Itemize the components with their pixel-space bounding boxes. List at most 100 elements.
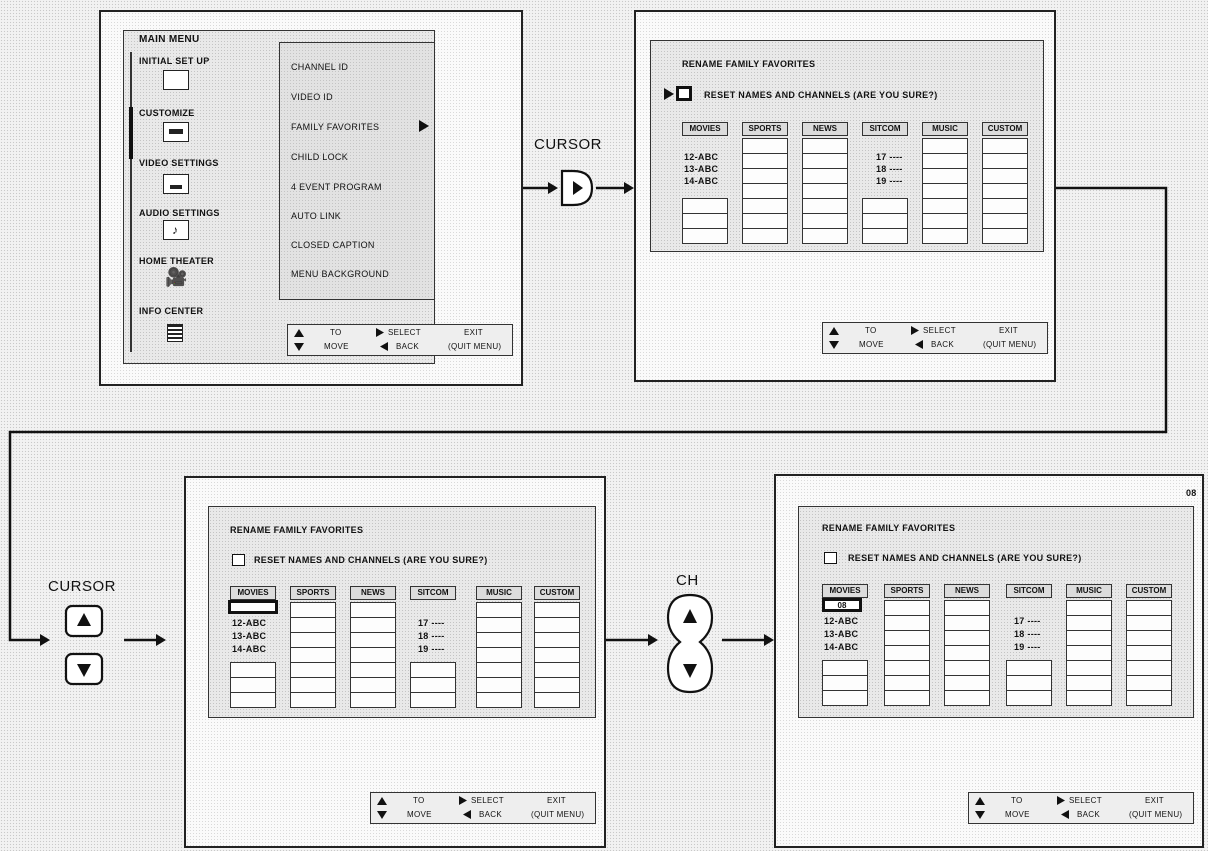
favorite-slot[interactable]	[944, 645, 990, 661]
favorite-slot[interactable]	[476, 662, 522, 678]
favorite-slot[interactable]	[476, 617, 522, 633]
favorite-slot[interactable]	[1126, 675, 1172, 691]
favorite-slot[interactable]	[534, 617, 580, 633]
favorite-slot[interactable]	[1066, 630, 1112, 646]
favorite-slot[interactable]	[290, 662, 336, 678]
favorite-slot[interactable]	[1066, 660, 1112, 676]
reset-checkbox-3[interactable]	[824, 552, 837, 564]
favorite-slot[interactable]	[290, 617, 336, 633]
movies-selection-box[interactable]	[228, 600, 278, 614]
favorite-slot[interactable]	[410, 677, 456, 693]
channel-entry-box[interactable]: 08	[822, 598, 862, 612]
favorite-slot[interactable]	[1066, 675, 1112, 691]
favorite-slot[interactable]	[476, 647, 522, 663]
favorite-slot[interactable]	[476, 677, 522, 693]
col-sitcom-3[interactable]: SITCOM	[1006, 584, 1052, 598]
col-news-1[interactable]: NEWS	[802, 122, 848, 136]
col-sports-3[interactable]: SPORTS	[884, 584, 930, 598]
favorite-slot[interactable]	[534, 602, 580, 618]
col-news-2[interactable]: NEWS	[350, 586, 396, 600]
col-movies-3[interactable]: MOVIES	[822, 584, 868, 598]
submenu-closed-caption[interactable]: CLOSED CAPTION	[291, 240, 375, 250]
favorite-slot[interactable]	[350, 692, 396, 708]
favorite-slot[interactable]	[1066, 600, 1112, 616]
favorite-slot[interactable]	[1126, 630, 1172, 646]
menu-item-initial-setup[interactable]: INITIAL SET UP	[139, 56, 210, 66]
favorite-slot[interactable]	[802, 228, 848, 244]
favorite-slot[interactable]	[410, 692, 456, 708]
favorite-slot[interactable]	[1126, 600, 1172, 616]
col-sitcom-2[interactable]: SITCOM	[410, 586, 456, 600]
favorite-slot[interactable]	[534, 692, 580, 708]
cursor-down-button[interactable]	[64, 652, 104, 686]
menu-item-audio-settings[interactable]: AUDIO SETTINGS	[139, 208, 220, 218]
favorite-slot[interactable]	[1126, 645, 1172, 661]
favorite-slot[interactable]	[350, 647, 396, 663]
favorite-slot[interactable]	[822, 690, 868, 706]
favorite-slot[interactable]	[742, 228, 788, 244]
favorite-slot[interactable]	[230, 662, 276, 678]
menu-item-info-center[interactable]: INFO CENTER	[139, 306, 204, 316]
favorite-slot[interactable]	[350, 662, 396, 678]
favorite-slot[interactable]	[884, 660, 930, 676]
favorite-slot[interactable]	[682, 228, 728, 244]
favorite-slot[interactable]	[476, 692, 522, 708]
submenu-menu-background[interactable]: MENU BACKGROUND	[291, 269, 390, 279]
favorite-slot[interactable]	[822, 660, 868, 676]
favorite-slot[interactable]	[350, 602, 396, 618]
favorite-slot[interactable]	[476, 632, 522, 648]
favorite-slot[interactable]	[290, 692, 336, 708]
favorite-slot[interactable]	[944, 600, 990, 616]
col-movies-1[interactable]: MOVIES	[682, 122, 728, 136]
favorite-slot[interactable]	[884, 675, 930, 691]
favorite-slot[interactable]	[1006, 675, 1052, 691]
favorite-slot[interactable]	[884, 645, 930, 661]
col-custom-2[interactable]: CUSTOM	[534, 586, 580, 600]
col-music-3[interactable]: MUSIC	[1066, 584, 1112, 598]
menu-item-video-settings[interactable]: VIDEO SETTINGS	[139, 158, 219, 168]
col-custom-1[interactable]: CUSTOM	[982, 122, 1028, 136]
menu-item-home-theater[interactable]: HOME THEATER	[139, 256, 214, 266]
submenu-child-lock[interactable]: CHILD LOCK	[291, 152, 349, 162]
favorite-slot[interactable]	[1066, 690, 1112, 706]
col-sitcom-1[interactable]: SITCOM	[862, 122, 908, 136]
favorite-slot[interactable]	[944, 690, 990, 706]
submenu-4-event-program[interactable]: 4 EVENT PROGRAM	[291, 182, 382, 192]
reset-checkbox-1[interactable]	[676, 86, 692, 101]
favorite-slot[interactable]	[290, 632, 336, 648]
menu-item-customize[interactable]: CUSTOMIZE	[139, 108, 195, 118]
col-news-3[interactable]: NEWS	[944, 584, 990, 598]
favorite-slot[interactable]	[1126, 615, 1172, 631]
col-music-1[interactable]: MUSIC	[922, 122, 968, 136]
favorite-slot[interactable]	[1006, 690, 1052, 706]
favorite-slot[interactable]	[884, 630, 930, 646]
submenu-channel-id[interactable]: CHANNEL ID	[291, 62, 349, 72]
favorite-slot[interactable]	[822, 675, 868, 691]
favorite-slot[interactable]	[290, 602, 336, 618]
reset-checkbox-2[interactable]	[232, 554, 245, 566]
favorite-slot[interactable]	[476, 602, 522, 618]
favorite-slot[interactable]	[922, 228, 968, 244]
favorite-slot[interactable]	[944, 630, 990, 646]
favorite-slot[interactable]	[884, 690, 930, 706]
favorite-slot[interactable]	[534, 632, 580, 648]
cursor-up-button[interactable]	[64, 604, 104, 638]
submenu-family-favorites[interactable]: FAMILY FAVORITES	[291, 122, 380, 132]
col-custom-3[interactable]: CUSTOM	[1126, 584, 1172, 598]
favorite-slot[interactable]	[944, 615, 990, 631]
cursor-right-button[interactable]	[559, 168, 595, 208]
channel-up-down-button[interactable]	[660, 592, 720, 696]
favorite-slot[interactable]	[884, 615, 930, 631]
favorite-slot[interactable]	[1006, 660, 1052, 676]
favorite-slot[interactable]	[230, 677, 276, 693]
favorite-slot[interactable]	[230, 692, 276, 708]
col-movies-2[interactable]: MOVIES	[230, 586, 276, 600]
favorite-slot[interactable]	[290, 677, 336, 693]
favorite-slot[interactable]	[1066, 645, 1112, 661]
favorite-slot[interactable]	[884, 600, 930, 616]
col-music-2[interactable]: MUSIC	[476, 586, 522, 600]
favorite-slot[interactable]	[862, 228, 908, 244]
favorite-slot[interactable]	[1126, 660, 1172, 676]
favorite-slot[interactable]	[1126, 690, 1172, 706]
favorite-slot[interactable]	[944, 675, 990, 691]
